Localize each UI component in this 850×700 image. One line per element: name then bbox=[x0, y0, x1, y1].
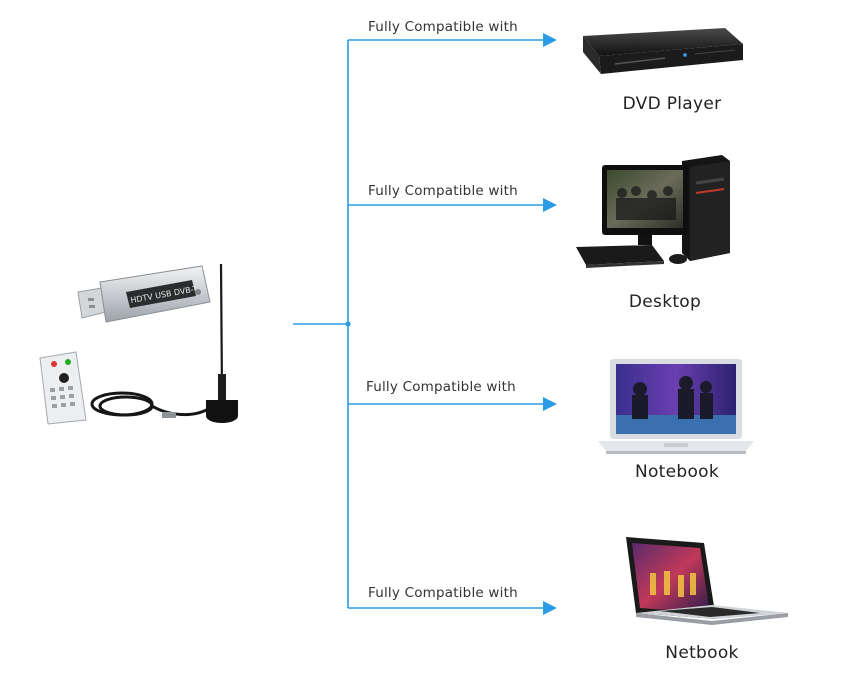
branch-label-3: Fully Compatible with bbox=[366, 379, 516, 395]
arrow-head-2 bbox=[543, 198, 557, 212]
branch-label-2: Fully Compatible with bbox=[368, 183, 518, 199]
dvd-player-icon bbox=[583, 28, 743, 74]
arrow-head-1 bbox=[543, 33, 557, 47]
junction-dot bbox=[345, 321, 351, 327]
arrow-head-4 bbox=[543, 601, 557, 615]
branch-label-1: Fully Compatible with bbox=[368, 19, 518, 35]
arrow-head-3 bbox=[543, 397, 557, 411]
desktop-computer-icon bbox=[576, 155, 730, 268]
device-name-notebook: Notebook bbox=[634, 462, 720, 482]
branch-label-4: Fully Compatible with bbox=[368, 585, 518, 601]
device-name-netbook: Netbook bbox=[665, 643, 739, 663]
device-name-dvd-player: DVD Player bbox=[622, 94, 722, 114]
device-name-desktop: Desktop bbox=[628, 292, 702, 312]
usb-dvb-t-tv-stick-kit: HDTV USB DVB-T bbox=[39, 263, 238, 425]
netbook-icon bbox=[626, 537, 788, 625]
notebook-icon bbox=[598, 359, 754, 454]
